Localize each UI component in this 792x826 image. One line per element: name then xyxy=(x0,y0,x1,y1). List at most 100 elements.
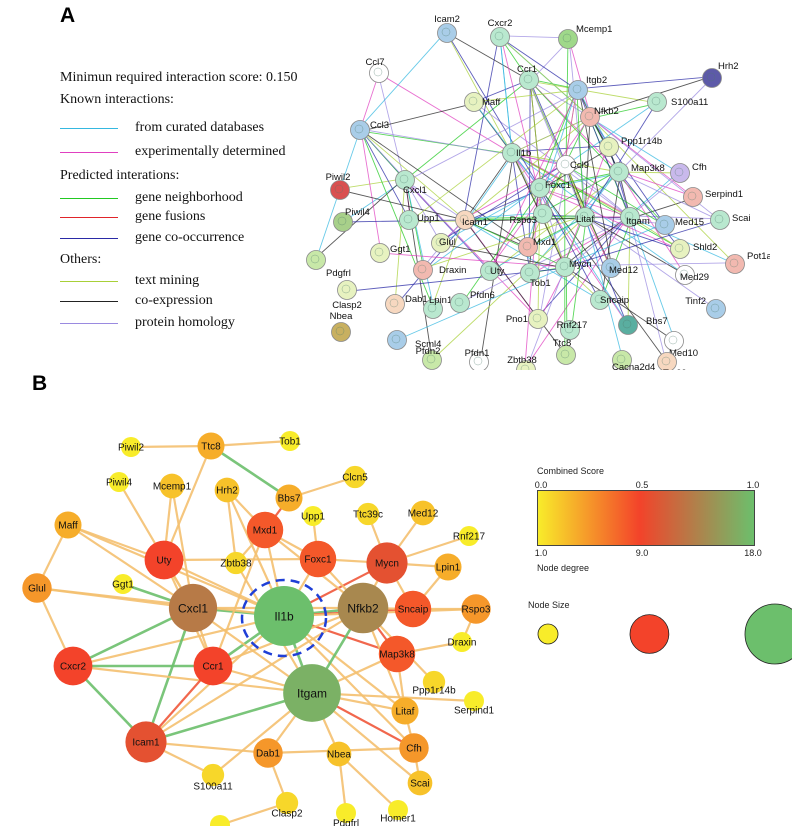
node-ppp1r14b[interactable]: Ppp1r14b xyxy=(412,670,456,697)
node-itgam[interactable]: Itgam xyxy=(283,664,341,722)
node-dab1[interactable]: Dab1 xyxy=(253,738,283,768)
node-rnf217[interactable]: Rnf217 xyxy=(453,526,486,546)
string-node-med10[interactable]: Med10 xyxy=(664,331,699,360)
string-node-serpind1[interactable]: Serpind1 xyxy=(683,187,744,207)
string-node-ccl3[interactable]: Ccl3 xyxy=(350,120,390,140)
string-node-ggt1[interactable]: Ggt1 xyxy=(370,243,411,263)
string-node-icam2[interactable]: Icam2 xyxy=(434,14,460,43)
node-lpin1[interactable]: Lpin1 xyxy=(434,553,462,581)
string-node-lpin1[interactable]: Lpin1 xyxy=(423,295,453,319)
node-cxcr2[interactable]: Cxcr2 xyxy=(53,646,93,686)
string-node-uty[interactable]: Uty xyxy=(480,261,505,281)
node-uty[interactable]: Uty xyxy=(144,540,184,580)
string-node-itgam[interactable]: Itgam xyxy=(620,207,650,228)
node-zbtb38[interactable]: Zbtb38 xyxy=(220,551,252,575)
node-serpind1[interactable]: Serpind1 xyxy=(454,691,494,717)
string-node-ccl7[interactable]: Ccl7 xyxy=(365,57,389,83)
node-bbs7[interactable]: Bbs7 xyxy=(275,484,303,512)
string-node-piwil2[interactable]: Piwil2 xyxy=(326,172,351,200)
string-node-ttc8[interactable]: Ttc8 xyxy=(553,338,576,365)
string-node-pot1a[interactable]: Pot1a xyxy=(725,251,771,274)
node-cfh[interactable]: Cfh xyxy=(399,733,429,763)
string-node-scai[interactable]: Scai xyxy=(710,210,751,230)
string-node-itgb2[interactable]: Itgb2 xyxy=(568,75,608,100)
string-node-nfkb2[interactable]: Nfkb2 xyxy=(580,106,619,127)
node-cacna2d4[interactable]: Cacna2d4 xyxy=(197,815,243,826)
string-node-shld2[interactable]: Shld2 xyxy=(670,239,718,259)
string-node-hrh2[interactable]: Hrh2 xyxy=(702,61,739,88)
node-clcn5[interactable]: Clcn5 xyxy=(342,465,368,489)
string-node-icam1[interactable]: Icam1 xyxy=(455,210,488,230)
node-il1b[interactable]: Il1b xyxy=(254,586,314,646)
node-tob1[interactable]: Tob1 xyxy=(279,431,301,451)
string-node-pfdn6[interactable]: Pfdn6 xyxy=(450,290,495,313)
node-ttc39c[interactable]: Ttc39c xyxy=(353,502,383,526)
string-node-med29[interactable]: Med29 xyxy=(675,265,710,285)
node-mxd1[interactable]: Mxd1 xyxy=(246,511,284,549)
string-node-s100a11[interactable]: S100a11 xyxy=(647,92,709,112)
string-node-piwil4[interactable]: Piwil4 xyxy=(333,207,370,232)
string-node-sncaip[interactable]: Sncaip xyxy=(590,290,630,310)
node-rspo3[interactable]: Rspo3 xyxy=(461,594,491,624)
node-s100a11[interactable]: S100a11 xyxy=(193,763,233,793)
node-litaf[interactable]: Litaf xyxy=(391,697,419,725)
string-node-bbs7[interactable]: Bbs7 xyxy=(618,315,668,335)
string-node-map3k8[interactable]: Map3k8 xyxy=(609,162,665,182)
string-node-tob1[interactable]: Tob1 xyxy=(520,263,551,290)
string-node-litaf[interactable]: Litaf xyxy=(575,207,595,227)
string-node-rspo3[interactable]: Rspo3 xyxy=(510,204,553,227)
node-mycn[interactable]: Mycn xyxy=(366,542,408,584)
node-scai[interactable]: Scai xyxy=(407,770,433,796)
string-node-zbtb38[interactable]: Zbtb38 xyxy=(507,355,537,370)
node-ggt1[interactable]: Ggt1 xyxy=(112,574,134,594)
node-piwil4[interactable]: Piwil4 xyxy=(106,472,133,492)
string-node-tinf2[interactable]: Tinf2 xyxy=(685,296,726,319)
string-node-pno1[interactable]: Pno1 xyxy=(506,309,548,329)
node-sncaip[interactable]: Sncaip xyxy=(394,590,432,628)
string-node-mxd1[interactable]: Mxd1 xyxy=(518,237,557,257)
string-node-pfdn1[interactable]: Pfdn1 xyxy=(465,348,490,370)
string-node-ppp1r14b[interactable]: Ppp1r14b xyxy=(599,136,663,157)
node-piwil2[interactable]: Piwil2 xyxy=(118,437,145,457)
string-node-mycn[interactable]: Mycn xyxy=(555,257,592,277)
string-node-ccl9[interactable]: Ccl9 xyxy=(556,155,590,175)
node-homer1[interactable]: Homer1 xyxy=(380,800,416,825)
string-node-med15[interactable]: Med15 xyxy=(655,215,705,235)
string-node-ttc39c[interactable]: Ttc39c xyxy=(657,352,692,371)
node-mcemp1[interactable]: Mcemp1 xyxy=(153,473,192,499)
node-upp1[interactable]: Upp1 xyxy=(301,506,325,526)
node-ttc8[interactable]: Ttc8 xyxy=(197,432,225,460)
string-node-il1b[interactable]: Il1b xyxy=(502,143,532,163)
string-node-cfh[interactable]: Cfh xyxy=(670,162,707,183)
string-node-rnf217[interactable]: Rnf217 xyxy=(557,320,588,340)
node-cxcl1[interactable]: Cxcl1 xyxy=(168,583,218,633)
node-draxin[interactable]: Draxin xyxy=(448,632,477,652)
node-map3k8[interactable]: Map3k8 xyxy=(378,635,416,673)
string-node-cacna2d4[interactable]: Cacna2d4 xyxy=(612,350,655,371)
string-node-cxcl1[interactable]: Cxcl1 xyxy=(395,170,427,197)
string-node-ccr1[interactable]: Ccr1 xyxy=(517,64,539,90)
node-nfkb2[interactable]: Nfkb2 xyxy=(337,582,389,634)
string-node-scml4[interactable]: Scml4 xyxy=(387,330,442,351)
string-node-mcemp1[interactable]: Mcemp1 xyxy=(558,24,613,49)
node-med12[interactable]: Med12 xyxy=(408,500,439,526)
string-node-maff[interactable]: Maff xyxy=(464,92,501,112)
node-icam1[interactable]: Icam1 xyxy=(125,721,167,763)
string-node-nbea[interactable]: Nbea xyxy=(330,311,353,342)
node-ccr1[interactable]: Ccr1 xyxy=(193,646,233,686)
string-node-dab1[interactable]: Dab1 xyxy=(385,294,428,314)
node-hrh2[interactable]: Hrh2 xyxy=(214,477,240,503)
node-glul[interactable]: Glul xyxy=(22,573,52,603)
string-node-draxin[interactable]: Draxin xyxy=(413,260,467,280)
node-foxc1[interactable]: Foxc1 xyxy=(299,540,337,578)
string-node-cxcr2[interactable]: Cxcr2 xyxy=(488,18,513,47)
node-maff[interactable]: Maff xyxy=(54,511,82,539)
string-node-upp1[interactable]: Upp1 xyxy=(399,210,440,230)
node-nbea[interactable]: Nbea xyxy=(326,741,352,767)
string-node-glul[interactable]: Glul xyxy=(431,233,456,253)
node-clasp2[interactable]: Clasp2 xyxy=(271,791,303,820)
string-node-pfdn2[interactable]: Pfdn2 xyxy=(416,346,442,370)
string-node-foxc1[interactable]: Foxc1 xyxy=(530,178,571,198)
string-node-clasp2[interactable]: Clasp2 xyxy=(332,280,362,312)
node-pdgfrl[interactable]: Pdgfrl xyxy=(333,803,359,826)
